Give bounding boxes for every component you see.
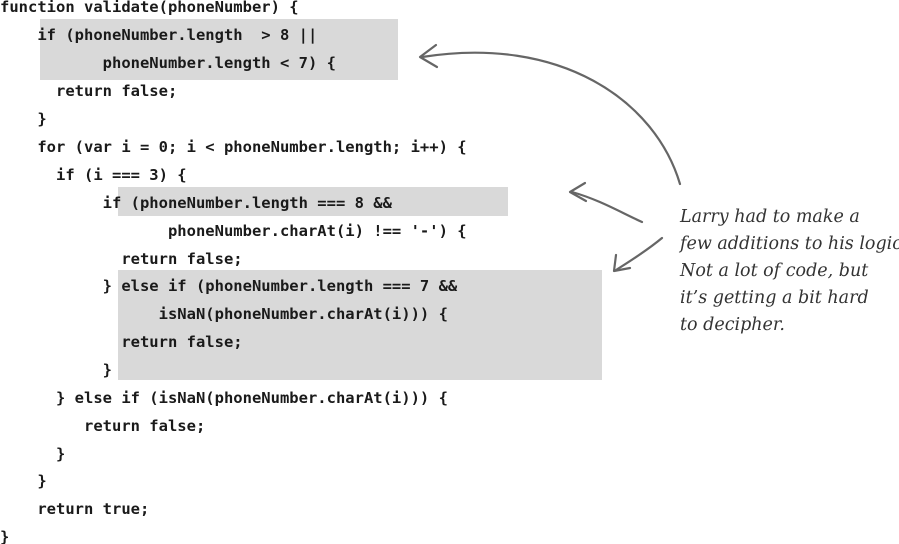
highlight-length-check — [40, 19, 398, 80]
code-line-1: function validate(phoneNumber) { — [0, 0, 299, 16]
code-line-3: phoneNumber.length < 7) { — [0, 54, 336, 72]
code-line-13: return false; — [0, 333, 243, 351]
annotation-line-2: few additions to his logic. — [680, 234, 899, 254]
code-line-10: return false; — [0, 250, 243, 268]
code-line-8: if (phoneNumber.length === 8 && — [0, 194, 392, 212]
code-line-11: } else if (phoneNumber.length === 7 && — [0, 277, 458, 295]
code-line-17: } — [0, 445, 66, 463]
code-line-19: return true; — [0, 500, 150, 518]
code-line-16: return false; — [0, 417, 206, 435]
code-line-7: if (i === 3) { — [0, 166, 187, 184]
code-line-18: } — [0, 472, 47, 490]
code-line-14: } — [0, 361, 112, 379]
highlight-isnan-check — [118, 270, 602, 380]
highlight-dash-check — [118, 187, 508, 216]
arrow-head-isnan-check — [612, 253, 632, 273]
code-line-4: return false; — [0, 82, 178, 100]
code-line-6: for (var i = 0; i < phoneNumber.length; … — [0, 138, 467, 156]
code-line-5: } — [0, 110, 47, 128]
code-line-20: } — [0, 528, 10, 544]
code-line-2: if (phoneNumber.length > 8 || — [0, 26, 318, 44]
annotation-line-3: Not a lot of code, but — [680, 261, 869, 281]
code-line-12: isNaN(phoneNumber.charAt(i))) { — [0, 305, 448, 323]
code-line-9: phoneNumber.charAt(i) !== '-') { — [0, 222, 467, 240]
arrow-to-length-check — [420, 51, 682, 186]
code-line-15: } else if (isNaN(phoneNumber.charAt(i)))… — [0, 389, 448, 407]
arrow-to-isnan-check — [614, 236, 664, 272]
arrow-head-dash-check — [568, 181, 588, 203]
annotation-line-5: to decipher. — [680, 315, 785, 335]
annotation-note: Larry had to make a few additions to his… — [680, 204, 899, 339]
arrow-to-dash-check — [570, 190, 644, 224]
arrow-head-length-check — [418, 43, 439, 69]
annotation-line-4: it’s getting a bit hard — [680, 288, 869, 308]
annotation-line-1: Larry had to make a — [680, 207, 860, 227]
